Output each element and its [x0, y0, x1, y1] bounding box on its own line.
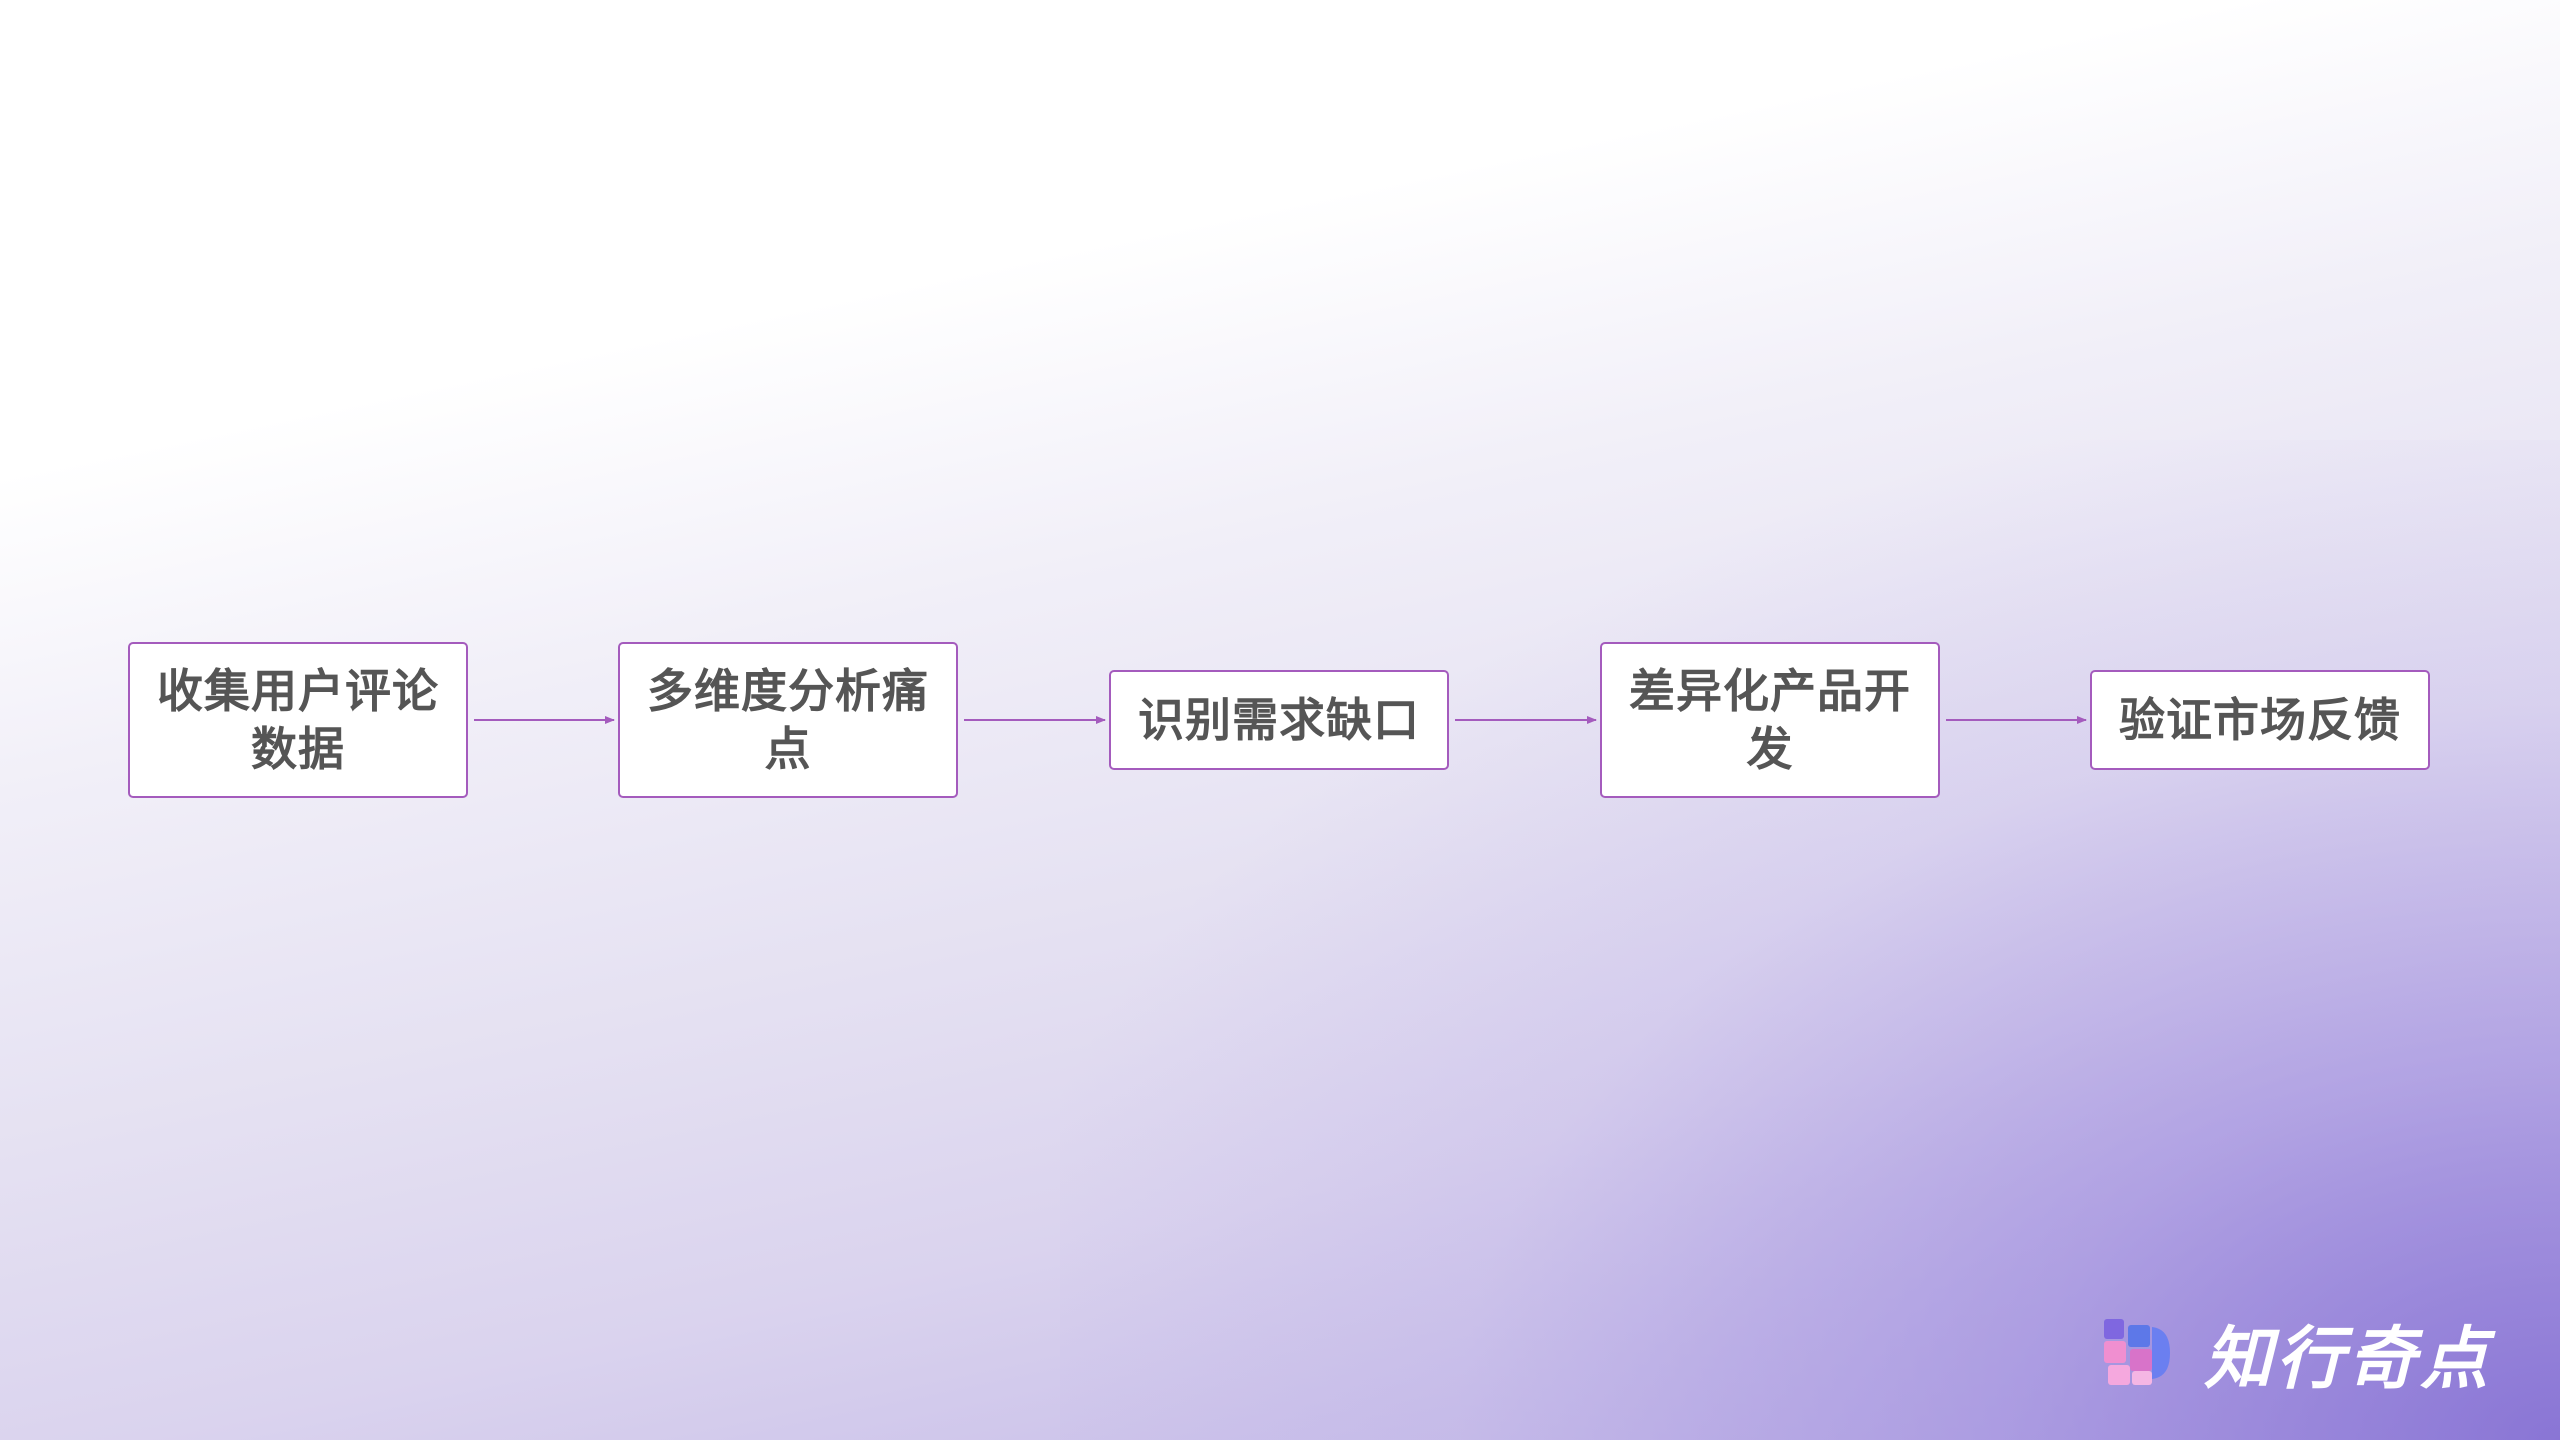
step-label-1: 收集用户评论数据	[157, 664, 439, 776]
step-box-3: 识别需求缺口	[1109, 670, 1449, 770]
step-label-4: 差异化产品开发	[1629, 664, 1911, 776]
logo-blocks-icon	[2104, 1319, 2170, 1385]
step-label-2: 多维度分析痛点	[647, 664, 929, 776]
step-box-1: 收集用户评论数据	[128, 642, 468, 798]
step-box-2: 多维度分析痛点	[618, 642, 958, 798]
step-box-4: 差异化产品开发	[1600, 642, 1940, 798]
logo-text: 知行奇点	[2204, 1319, 2493, 1399]
step-box-5: 验证市场反馈	[2090, 670, 2430, 770]
brand-logo: 知行奇点	[2100, 1312, 2492, 1399]
step-label-5: 验证市场反馈	[2119, 693, 2401, 747]
step-label-3: 识别需求缺口	[1138, 693, 1420, 747]
